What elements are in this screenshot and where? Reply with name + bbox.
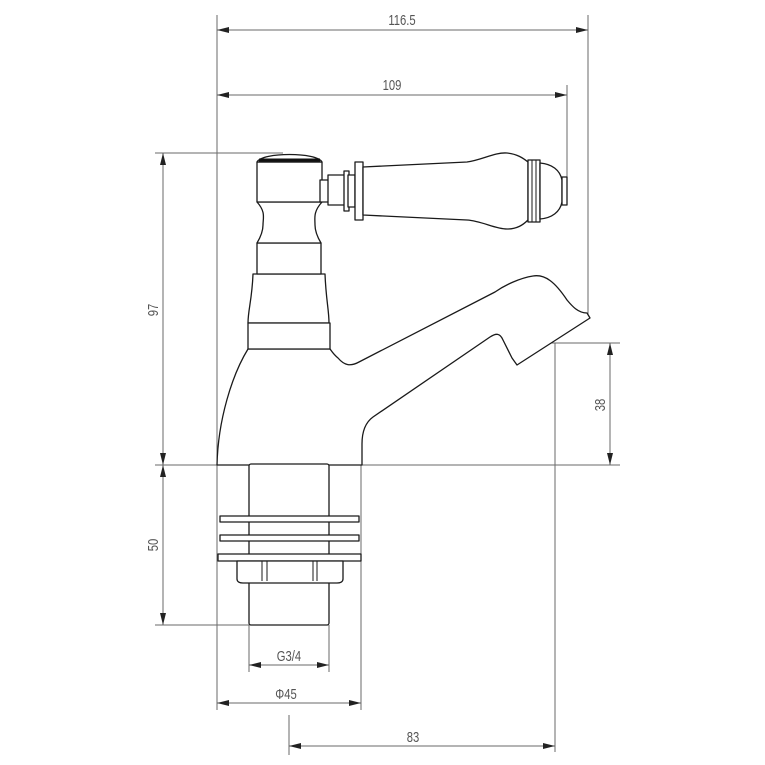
neck-waist	[256, 201, 323, 244]
body-band	[247, 322, 331, 350]
hex-nut	[236, 560, 344, 584]
label-height-above-deck: 97	[144, 304, 161, 317]
lever-handle	[319, 152, 568, 230]
label-spout-reach: 83	[407, 728, 420, 745]
dimension-lines	[160, 27, 613, 749]
faucet-body	[216, 153, 591, 466]
tail-fittings	[217, 463, 362, 626]
label-base-diameter: Φ45	[275, 685, 296, 702]
label-handle-width: 109	[383, 76, 402, 93]
washer-2	[219, 534, 360, 542]
washer-3	[217, 553, 362, 562]
spout-and-base	[216, 275, 591, 466]
dimension-labels: 116.5 109 97 50 38 G3/4 Φ45 83	[144, 11, 608, 745]
handle-spacer	[347, 174, 356, 208]
lever-knob	[539, 162, 563, 220]
threaded-shank	[248, 463, 330, 626]
washer-1	[219, 515, 360, 523]
lever-ring	[527, 159, 541, 223]
neck-ring	[256, 242, 322, 275]
handle-flange	[354, 161, 364, 221]
handle-collar	[327, 174, 346, 206]
label-overall-width: 116.5	[388, 11, 415, 28]
label-thread: G3/4	[277, 647, 301, 664]
cap-body	[256, 161, 323, 203]
body-upper	[247, 273, 330, 324]
lever-body	[362, 152, 529, 230]
label-spout-height: 38	[591, 399, 608, 412]
lever-end-cap	[561, 176, 568, 206]
label-tail-length: 50	[144, 539, 161, 552]
